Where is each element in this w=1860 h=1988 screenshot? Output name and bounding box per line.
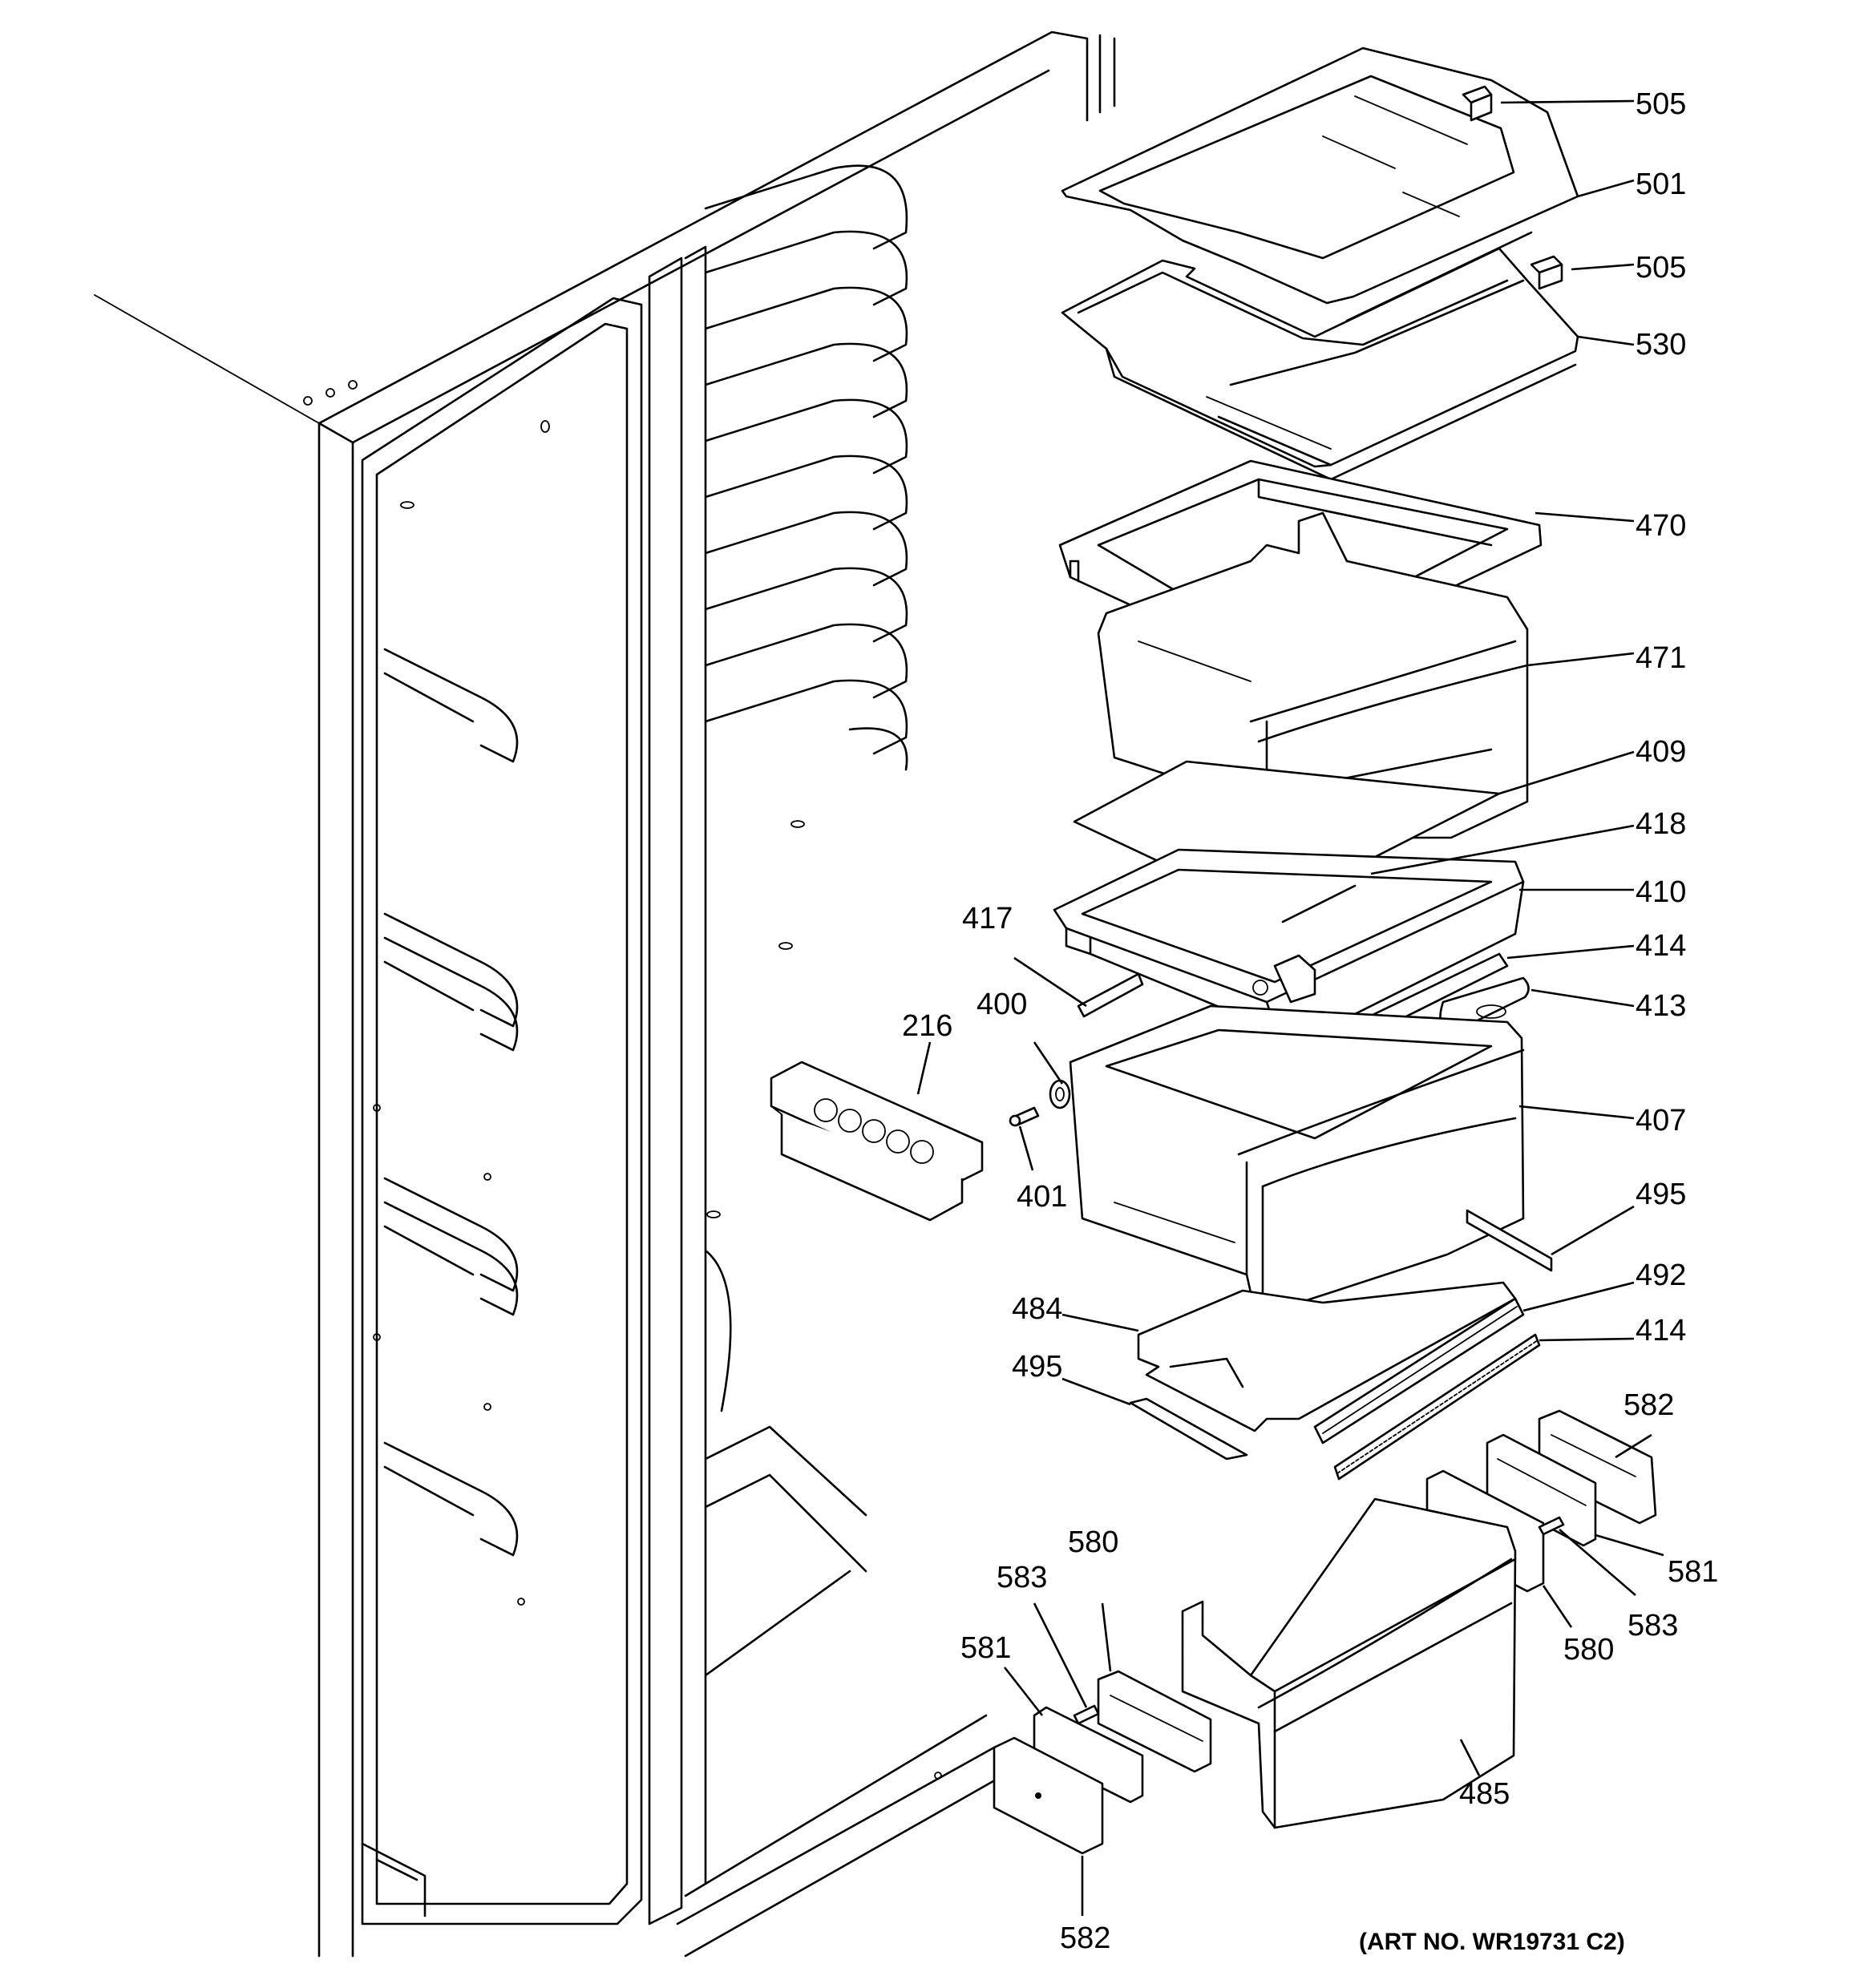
callout-216: 216	[902, 1009, 952, 1043]
callout-580-right: 580	[1563, 1633, 1614, 1667]
callout-401: 401	[1017, 1180, 1067, 1214]
callout-471: 471	[1636, 641, 1686, 675]
callout-495-right: 495	[1636, 1178, 1686, 1211]
callout-414-upper: 414	[1636, 929, 1686, 963]
callout-501: 501	[1636, 168, 1686, 201]
callout-labels: 505 501 505 530 470 471 409 418 410 417 …	[902, 87, 1718, 1955]
callout-484: 484	[1012, 1292, 1062, 1326]
part-407-drawer	[1069, 1004, 1525, 1316]
callout-485: 485	[1459, 1777, 1510, 1811]
callout-530: 530	[1636, 328, 1686, 362]
part-401-screw	[1009, 1106, 1040, 1127]
refrigerator-cabinet	[94, 30, 1116, 1958]
callout-583-left: 583	[997, 1561, 1047, 1594]
callout-418: 418	[1636, 807, 1686, 841]
part-414-strip-lower	[1333, 1333, 1541, 1481]
part-484-cover	[1137, 1281, 1517, 1432]
freezer-shelf-ribs	[704, 164, 908, 771]
callout-400: 400	[976, 988, 1027, 1021]
callout-582-right: 582	[1623, 1388, 1674, 1422]
callout-505-lower: 505	[1636, 251, 1686, 285]
part-582-end-cap-left	[993, 1736, 1104, 1855]
liner-slots	[373, 420, 942, 1780]
part-417-slide-rail	[1077, 972, 1144, 1018]
part-492-handle	[1313, 1297, 1525, 1445]
callout-407: 407	[1636, 1104, 1686, 1137]
part-583-screw-left	[1073, 1704, 1100, 1725]
callout-413: 413	[1636, 989, 1686, 1023]
part-583-screw-right	[1538, 1516, 1565, 1536]
part-485-bin	[1181, 1497, 1517, 1829]
callout-583-right: 583	[1628, 1609, 1678, 1643]
callout-409: 409	[1636, 735, 1686, 769]
part-495-rail-left	[1129, 1397, 1248, 1461]
callout-580-left: 580	[1068, 1525, 1118, 1559]
callout-414-lower: 414	[1636, 1314, 1686, 1348]
part-530-shelf-frame	[1061, 247, 1579, 481]
callout-505-upper: 505	[1636, 87, 1686, 121]
liner-shelf-supports	[383, 648, 519, 1557]
part-501-glass-shelf	[1061, 46, 1579, 322]
part-418-seal	[1281, 884, 1357, 923]
callout-581-right: 581	[1668, 1555, 1718, 1589]
callout-470: 470	[1636, 509, 1686, 543]
callout-410: 410	[1636, 875, 1686, 909]
part-580-rail-left	[1097, 1670, 1212, 1773]
part-505-clip-top	[1462, 85, 1493, 122]
callout-leaders	[916, 99, 1664, 1916]
callout-417: 417	[962, 902, 1013, 935]
hinge-holes	[303, 380, 358, 406]
callout-492: 492	[1636, 1259, 1686, 1292]
part-495-rail-right	[1466, 1209, 1553, 1272]
callout-581-left: 581	[960, 1631, 1011, 1665]
part-216-egg-tray	[770, 1061, 984, 1222]
part-505-clip-mid	[1530, 255, 1563, 290]
callout-582-left: 582	[1060, 1921, 1110, 1955]
callout-495-left: 495	[1012, 1350, 1062, 1384]
part-400-knob	[1049, 1079, 1071, 1109]
art-number: (ART NO. WR19731 C2)	[1359, 1929, 1625, 1955]
